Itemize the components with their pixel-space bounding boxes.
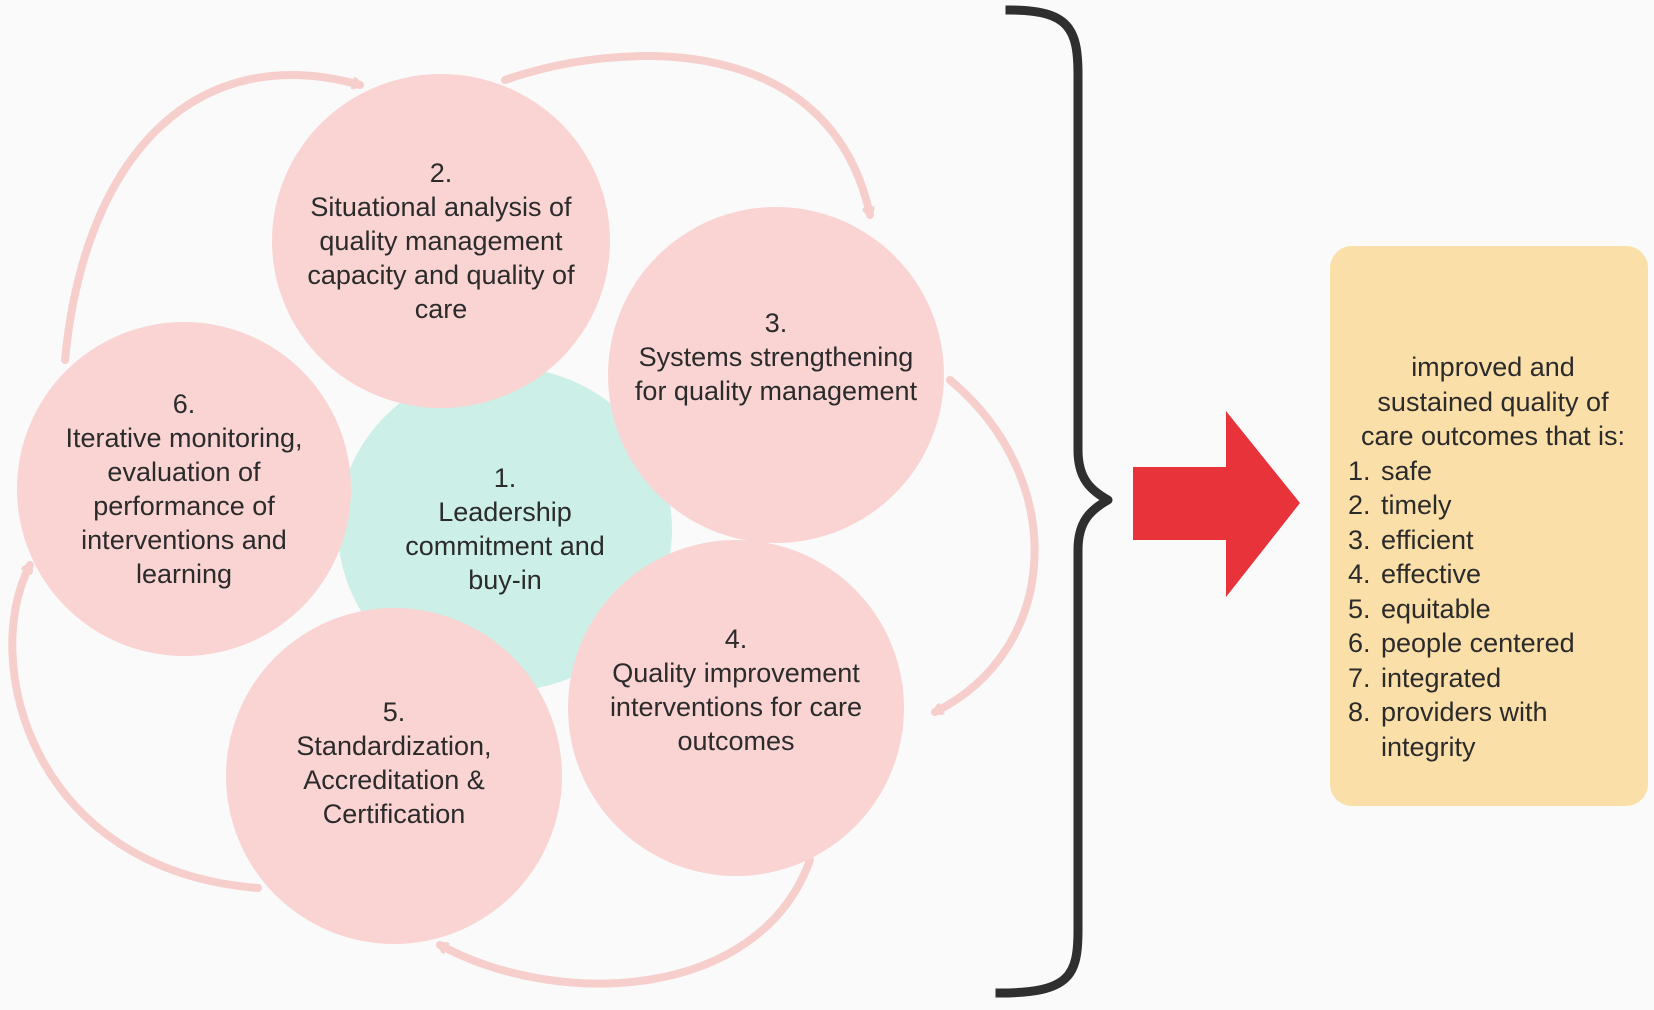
curly-brace — [995, 5, 1113, 998]
outcome-item-text: effective — [1381, 559, 1482, 589]
outcome-item-text: integrated — [1381, 662, 1502, 693]
outcome-item-text: efficient — [1381, 524, 1474, 555]
step-4-label: Quality improvement interventions for ca… — [609, 658, 863, 756]
outcome-item-text: safe — [1381, 455, 1433, 486]
outcome-item-text: providers with integrity — [1381, 697, 1548, 762]
outcome-list: 1.safe 2.timely 3.efficient 4.effective … — [1348, 454, 1638, 765]
outcome-item-number: 2. — [1348, 490, 1371, 520]
step-6-circle: 6. Iterative monitoring, evaluation of p… — [17, 322, 351, 656]
outcome-item-number: 1. — [1348, 455, 1371, 486]
outcome-item: 4. effective — [1348, 557, 1638, 592]
step-2-label: Situational analysis of quality manageme… — [307, 192, 575, 324]
result-arrow-icon — [1133, 411, 1300, 597]
cycle-arrow-6-to-2 — [61, 71, 360, 364]
step-2-circle: 2. Situational analysis of quality manag… — [272, 74, 610, 408]
outcome-heading: improved and sustained quality of care o… — [1360, 352, 1626, 451]
outcome-item-number: 3. — [1348, 524, 1371, 555]
outcome-item: 7. integrated — [1348, 661, 1638, 696]
step-3-number: 3. — [764, 308, 788, 338]
cycle-arrow-3-to-4 — [935, 376, 1039, 716]
step-5-label: Standardization, Accreditation & Certifi… — [296, 731, 492, 829]
cycle-arrow-5-to-6 — [8, 565, 262, 892]
step-5-circle: 5. Standardization, Accreditation & Cert… — [226, 608, 562, 944]
outcome-item-number: 7. — [1348, 662, 1371, 693]
outcome-box: improved and sustained quality of care o… — [1330, 246, 1648, 806]
outcome-item-number: 8. — [1348, 697, 1371, 727]
step-1-number: 1. — [493, 463, 517, 493]
outcome-item-text: timely — [1381, 490, 1452, 520]
outcome-item-number: 5. — [1348, 593, 1371, 624]
outcome-item: 6. people centered — [1348, 626, 1638, 661]
cycle-arrow-2-to-3 — [501, 52, 870, 215]
cycle-arrow-4-to-5 — [440, 856, 814, 988]
outcome-item-text: equitable — [1381, 593, 1491, 624]
outcome-item: 1. safe — [1348, 454, 1638, 489]
outcome-item: 8. providers with integrity — [1348, 695, 1638, 764]
step-3-circle: 3. Systems strengthening for quality man… — [608, 207, 944, 543]
outcome-item-number: 6. — [1348, 628, 1371, 658]
outcome-item: 3. efficient — [1348, 523, 1638, 558]
step-4-circle: 4. Quality improvement interventions for… — [568, 540, 904, 876]
outcome-item: 2. timely — [1348, 488, 1638, 523]
step-2-number: 2. — [429, 158, 453, 188]
outcome-item: 5. equitable — [1348, 592, 1638, 627]
outcome-item-text: people centered — [1381, 628, 1575, 658]
step-4-number: 4. — [724, 624, 748, 654]
step-6-label: Iterative monitoring, evaluation of perf… — [65, 423, 303, 589]
step-3-label: Systems strengthening for quality manage… — [634, 342, 918, 406]
step-5-number: 5. — [382, 697, 406, 727]
step-1-label: Leadership commitment and buy-in — [405, 497, 605, 595]
outcome-item-number: 4. — [1348, 559, 1371, 589]
step-6-number: 6. — [172, 389, 196, 419]
